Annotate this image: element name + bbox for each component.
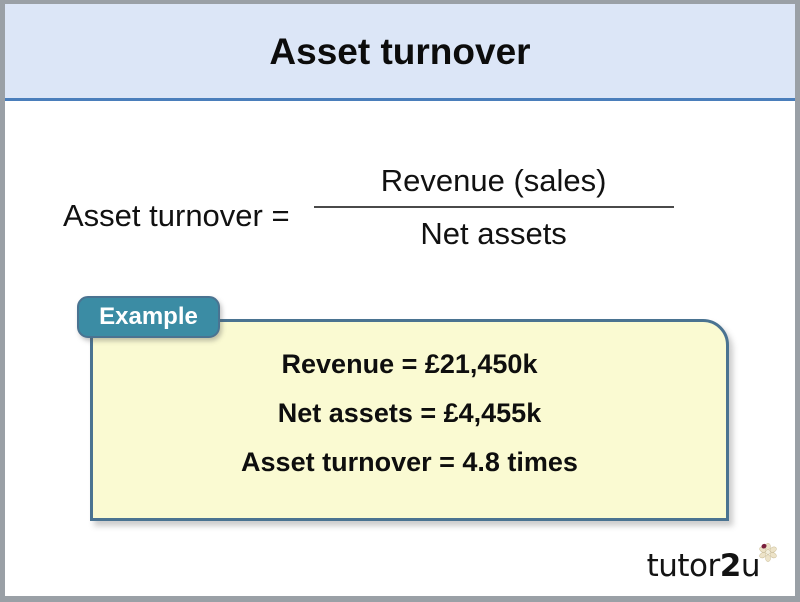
formula-numerator: Revenue (sales) (380, 162, 607, 198)
example-line-net-assets: Net assets = £4,455k (277, 397, 542, 428)
flower-icon (758, 542, 778, 562)
formula-fraction: Revenue (sales) Net assets (313, 161, 674, 253)
logo-wordmark: tutor2u (646, 548, 761, 584)
page-title: Asset turnover (269, 30, 531, 72)
fraction-bar (313, 205, 674, 208)
example-callout: Revenue = £21,450k Net assets = £4,455k … (77, 296, 729, 521)
slide-title-band: Asset turnover (5, 4, 795, 101)
formula-denominator: Net assets (420, 215, 567, 251)
example-box: Revenue = £21,450k Net assets = £4,455k … (90, 319, 729, 521)
example-line-asset-turnover: Asset turnover = 4.8 times (241, 446, 578, 477)
example-tab: Example (77, 296, 220, 338)
logo-text-after: u (740, 548, 761, 584)
formula-left-hand-side: Asset turnover = (63, 198, 290, 233)
logo-text-before: tutor (646, 548, 721, 584)
tutor2u-logo: tutor2u (647, 540, 778, 582)
example-line-revenue: Revenue = £21,450k (281, 348, 538, 379)
formula-block: Asset turnover = Revenue (sales) Net ass… (63, 142, 743, 272)
example-tab-label: Example (99, 303, 198, 330)
logo-text-accent: 2 (719, 548, 742, 584)
